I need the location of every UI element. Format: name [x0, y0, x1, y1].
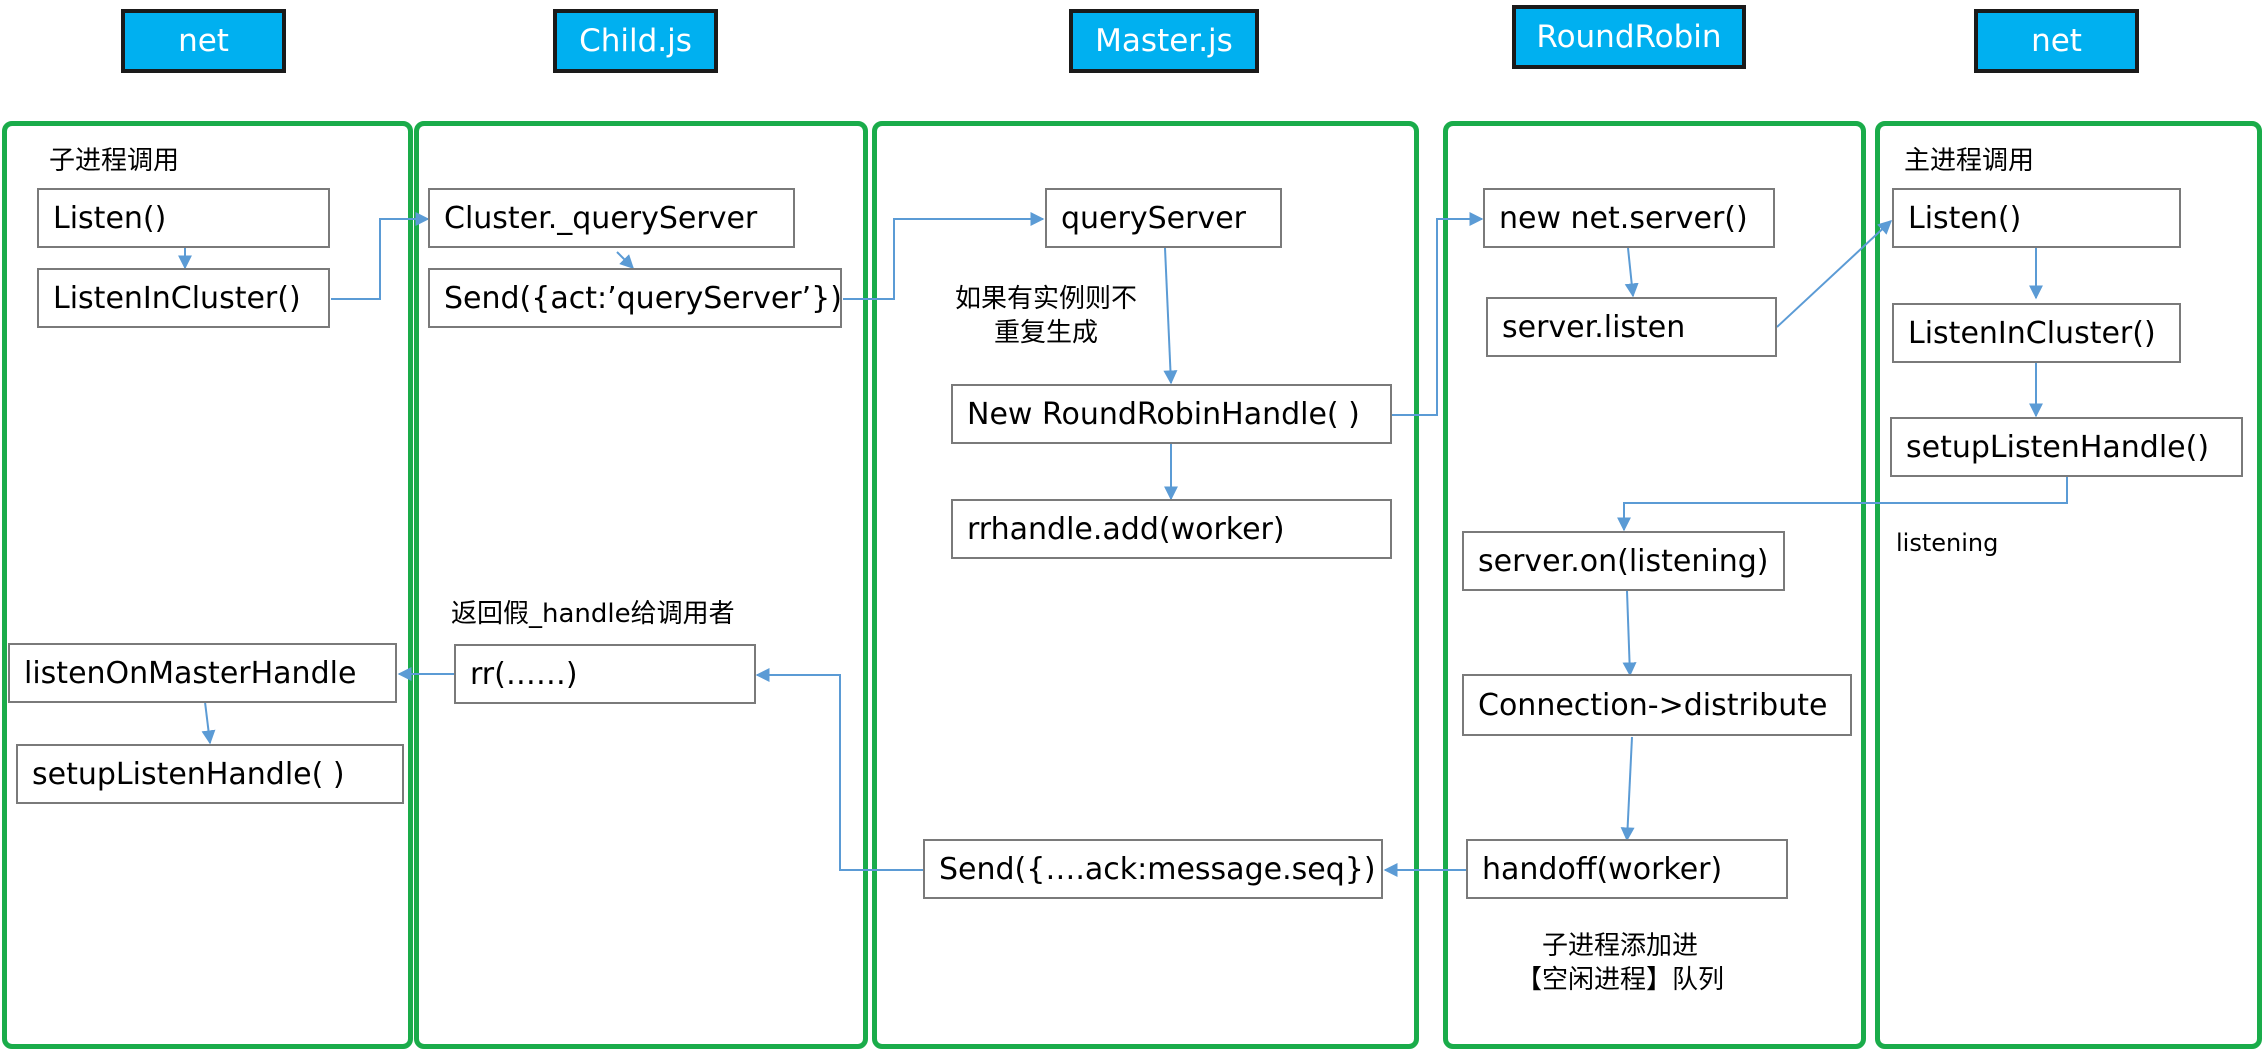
arrow-serverlisten-to-listen-right [1776, 220, 1893, 328]
note-reuse-instance-line2: 重复生成 [993, 318, 1098, 348]
arrow-listenonmaster-to-setup [201, 701, 216, 745]
node-listen-left: Listen() [37, 188, 330, 248]
caption-return-fake-handle: 返回假_handle给调用者 [451, 599, 735, 629]
arrow-listenincluster-to-queryserver [331, 212, 430, 300]
arrow-send-to-master-queryserver [843, 212, 1045, 300]
note-reuse-instance: 如果有实例则不 重复生成 [936, 282, 1156, 350]
header-net-left: net [121, 9, 286, 73]
node-rrhandle-add: rrhandle.add(worker) [951, 499, 1392, 559]
node-send-queryserver: Send({act:’queryServer’}) [428, 268, 842, 328]
node-handoff-worker: handoff(worker) [1466, 839, 1788, 899]
node-listenincluster-left: ListenInCluster() [37, 268, 330, 328]
lane-roundrobin [1443, 121, 1866, 1049]
header-net-right: net [1974, 9, 2139, 73]
arrow-setup-to-serveron [1617, 477, 2068, 532]
header-master-js: Master.js [1069, 9, 1259, 73]
node-setuplistenhandle-left: setupListenHandle( ) [16, 744, 404, 804]
node-rr: rr(……) [454, 644, 756, 704]
node-master-queryserver: queryServer [1045, 188, 1282, 248]
lane-net-right [1875, 121, 2262, 1049]
node-setuplistenhandle-right: setupListenHandle() [1890, 417, 2243, 477]
note-idle-queue-line1: 子进程添加进 [1541, 931, 1698, 961]
arrow-sendack-to-rr [755, 668, 923, 871]
note-idle-queue: 子进程添加进 【空闲进程】队列 [1470, 929, 1770, 997]
arrow-newnetserver-to-listen [1624, 247, 1639, 298]
caption-master-process-call: 主进程调用 [1904, 146, 2035, 176]
header-child-js: Child.js [553, 9, 718, 73]
node-new-net-server: new net.server() [1483, 188, 1775, 248]
arrow-newrr-to-newnetserver [1392, 212, 1484, 416]
caption-child-process-call: 子进程调用 [49, 146, 180, 176]
arrow-serveron-to-distribute [1622, 590, 1637, 677]
arrow-distribute-to-handoff [1620, 736, 1635, 842]
node-send-ack: Send({….ack:message.seq}) [923, 839, 1383, 899]
node-listenincluster-right: ListenInCluster() [1892, 303, 2181, 363]
node-listen-right: Listen() [1892, 188, 2181, 248]
node-cluster-queryserver: Cluster._queryServer [428, 188, 795, 248]
node-server-on-listening: server.on(listening) [1462, 531, 1785, 591]
note-reuse-instance-line1: 如果有实例则不 [954, 284, 1137, 314]
label-listening: listening [1896, 529, 1999, 557]
header-roundrobin: RoundRobin [1512, 5, 1746, 69]
node-server-listen: server.listen [1486, 297, 1777, 357]
lane-child-js [414, 121, 868, 1049]
node-new-roundrobinhandle: New RoundRobinHandle( ) [951, 384, 1392, 444]
arrow-queryserver-to-newrr [1163, 247, 1178, 385]
note-idle-queue-line2: 【空闲进程】队列 [1515, 965, 1724, 995]
lane-net-left [2, 121, 413, 1049]
node-listenonmasterhandle: listenOnMasterHandle [8, 643, 397, 703]
node-connection-distribute: Connection->distribute [1462, 674, 1852, 736]
arrow-clusterquery-to-send [616, 251, 634, 269]
lane-master-js [872, 121, 1419, 1049]
